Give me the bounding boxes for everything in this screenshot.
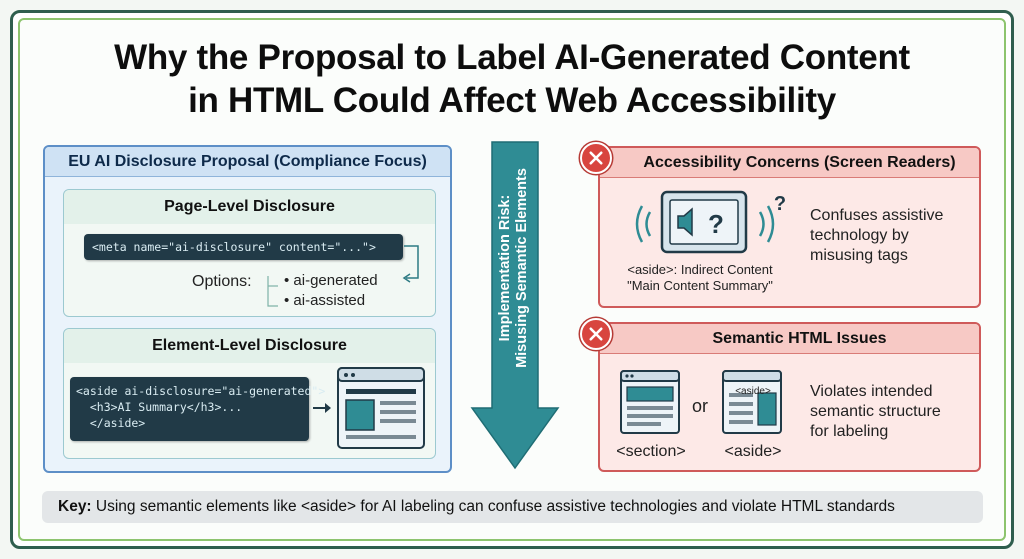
- text-line: Confuses assistive: [810, 207, 944, 224]
- text-line: technology by: [810, 227, 909, 244]
- svg-text:?: ?: [774, 193, 786, 215]
- key-label: Key:: [58, 498, 92, 515]
- accessibility-concerns-panel: Accessibility Concerns (Screen Readers) …: [598, 146, 981, 308]
- options-bracket-icon: [267, 276, 278, 307]
- svg-text:?: ?: [708, 209, 724, 239]
- eu-proposal-panel: EU AI Disclosure Proposal (Compliance Fo…: [43, 145, 452, 473]
- bracket-connector-icon: [402, 245, 419, 283]
- page-level-card: Page-Level Disclosure <meta name="ai-dis…: [63, 189, 436, 317]
- code-line: <aside ai-disclosure="ai-generated">: [76, 384, 326, 398]
- code-line: <h3>AI Summary</h3>...: [76, 400, 243, 414]
- aside-caption-line-1: <aside>: Indirect Content: [627, 262, 773, 277]
- aside-layout-icon: [722, 370, 782, 434]
- semantic-description: Violates intended semantic structure for…: [810, 382, 941, 442]
- key-text: Using semantic elements like <aside> for…: [91, 498, 895, 515]
- error-x-icon: [580, 142, 612, 174]
- code-line: </aside>: [76, 416, 146, 430]
- page-level-title: Page-Level Disclosure: [64, 190, 435, 224]
- options-label: Options:: [192, 273, 252, 290]
- title-line-2: in HTML Could Affect Web Accessibility: [188, 81, 836, 120]
- text-line: semantic structure: [810, 403, 941, 420]
- section-layout-icon: [620, 370, 680, 434]
- eu-proposal-header: EU AI Disclosure Proposal (Compliance Fo…: [45, 147, 450, 177]
- arrow-label-line-2: Misusing Semantic Elements: [514, 168, 530, 368]
- element-level-card: Element-Level Disclosure <aside ai-discl…: [63, 328, 436, 459]
- title-line-1: Why the Proposal to Label AI-Generated C…: [114, 38, 910, 77]
- aside-code-snippet: <aside ai-disclosure="ai-generated"> <h3…: [70, 377, 326, 441]
- aside-caption-line-2: "Main Content Summary": [627, 278, 773, 293]
- text-line: for labeling: [810, 423, 889, 440]
- screen-reader-confusion-icon: ? ?: [635, 190, 786, 254]
- inner-aside-label: <aside>: [735, 386, 771, 397]
- option-ai-assisted: • ai-assisted: [284, 292, 366, 309]
- semantic-html-panel: Semantic HTML Issues or <aside> <section…: [598, 322, 981, 472]
- element-level-title: Element-Level Disclosure: [64, 329, 435, 363]
- semantic-html-header: Semantic HTML Issues: [600, 324, 979, 354]
- option-ai-generated: • ai-generated: [284, 272, 378, 289]
- accessibility-concerns-header: Accessibility Concerns (Screen Readers): [600, 148, 979, 178]
- meta-code-snippet: <meta name="ai-disclosure" content="..."…: [84, 234, 403, 260]
- error-x-icon: [580, 318, 612, 350]
- arrow-label-line-1: Implementation Risk:: [497, 195, 513, 342]
- key-footer: Key: Using semantic elements like <aside…: [42, 491, 983, 523]
- page-title: Why the Proposal to Label AI-Generated C…: [20, 36, 1004, 122]
- section-label: <section>: [616, 443, 686, 460]
- text-line: Violates intended: [810, 383, 933, 400]
- webpage-icon: [337, 367, 425, 449]
- text-line: misusing tags: [810, 247, 908, 264]
- implementation-risk-arrow-icon: [470, 141, 560, 470]
- aside-label: <aside>: [724, 443, 782, 460]
- accessibility-description: Confuses assistive technology by misusin…: [810, 206, 943, 266]
- arrow-right-icon: [313, 403, 331, 413]
- arrow-label: Implementation Risk: Misusing Semantic E…: [497, 168, 530, 368]
- aside-caption: <aside>: Indirect Content "Main Content …: [610, 262, 790, 294]
- or-label: or: [692, 396, 709, 416]
